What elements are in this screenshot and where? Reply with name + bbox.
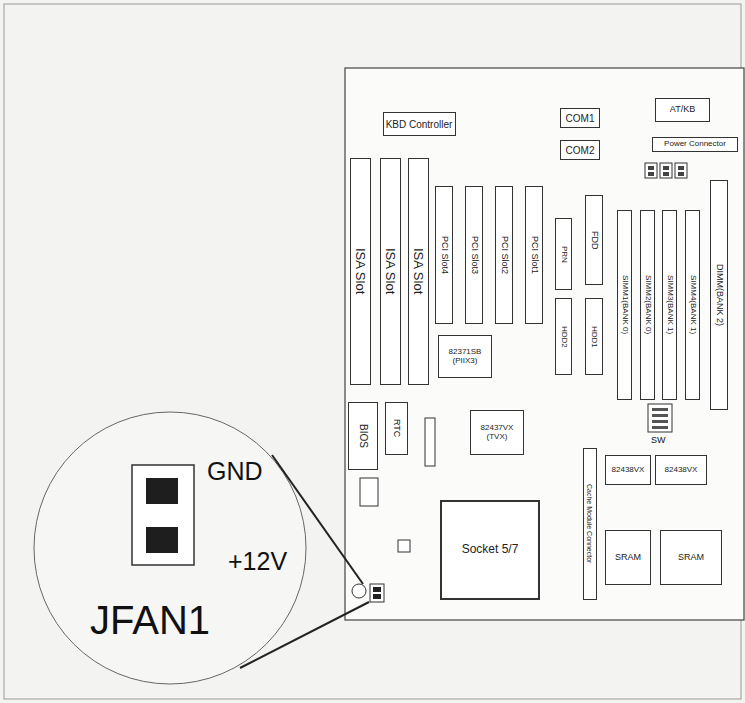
part-label: 82438VX [665,466,698,475]
part-label: COM1 [566,113,595,124]
ide-header: HDD1 [585,298,603,375]
jfan-header [370,584,384,602]
buzzer [352,584,366,598]
cache-connector: Cache Module Connector [583,448,597,600]
rtc-chip: RTC [385,402,408,455]
part-label: SIMM2(BANK 0) [643,275,652,334]
part-label: 82371SB (PIIX3) [439,348,491,366]
simm-slot: SIMM4(BANK 1) [685,210,700,400]
port-header: COM2 [560,140,600,160]
small-jumper [398,540,410,552]
sram-chip: SRAM [660,530,722,585]
part-label: BIOS [358,424,369,448]
part-label: 82437VX (TVX) [471,424,523,442]
pin-name: +12V [228,549,287,574]
part-label: SRAM [615,553,641,563]
part-label: FDD [589,231,599,250]
connector-name: JFAN1 [90,600,210,640]
part-label: SIMM3(BANK 1) [665,275,674,334]
callout-circle [34,412,306,684]
dip-switch [648,404,672,432]
part-label: HDD1 [590,326,599,348]
ide-header: HDD2 [555,298,572,375]
part-label: DIMM(BANK 2) [714,264,724,326]
simm-slot: SIMM3(BANK 1) [662,210,677,400]
sram-chip: SRAM [605,530,651,585]
isa-slot: ISA Slot [408,158,429,385]
port-header: COM1 [560,108,600,128]
part-label: PCI Slot3 [469,236,479,274]
power-connector: Power Connector [652,137,738,152]
part-label: AT/KB [670,105,695,115]
leader-line [240,602,369,668]
simm-slot: SIMM1(BANK 0) [617,210,632,400]
dimm-slot: DIMM(BANK 2) [710,180,728,410]
connector-pin [146,527,178,553]
part-label: Socket 5/7 [462,543,519,556]
connector-pin [146,478,178,504]
part-label: HDD2 [559,326,568,348]
pci-slot: PCI Slot2 [495,186,513,324]
pci-slot: PCI Slot1 [525,186,543,324]
part-label: RTC [392,419,402,437]
part-label: SIMM4(BANK 1) [688,275,697,334]
part-label: PCI Slot2 [499,236,509,274]
part-label: ISA Slot [353,248,367,294]
chipset-chip: 82438VX [605,455,651,485]
switch-name: SW [651,436,666,445]
part-label: Power Connector [664,140,726,149]
part-label: Cache Module Connector [586,484,594,563]
part-label: PRN [559,246,568,263]
part-label: SRAM [678,553,704,563]
small-header [425,418,435,466]
isa-slot: ISA Slot [380,158,401,385]
chipset-chip: 82438VX [655,455,707,485]
isa-slot: ISA Slot [350,158,371,385]
controller-chip: KBD Controller [383,112,456,136]
pci-slot: PCI Slot4 [435,186,453,324]
part-label: ISA Slot [411,248,425,294]
fan-connector [132,465,194,565]
floppy-header: FDD [585,195,603,285]
pci-slot: PCI Slot3 [465,186,483,324]
keyboard-connector: AT/KB [655,98,710,122]
part-label: KBD Controller [386,119,453,130]
small-header [360,478,378,506]
chipset-chip: 82437VX (TVX) [470,410,524,455]
cpu-socket: Socket 5/7 [440,500,540,600]
part-label: SIMM1(BANK 0) [620,275,629,334]
chipset-chip: 82371SB (PIIX3) [438,335,492,378]
fan-pins [645,163,687,178]
board-outline [345,68,744,620]
pin-dots [648,166,684,176]
printer-header: PRN [555,218,572,290]
part-label: 82438VX [612,466,645,475]
pin-name: GND [207,459,263,484]
part-label: PCI Slot1 [529,236,539,274]
part-label: ISA Slot [383,248,397,294]
part-label: PCI Slot4 [439,236,449,274]
bios-chip: BIOS [348,402,378,470]
simm-slot: SIMM2(BANK 0) [640,210,655,400]
part-label: COM2 [566,145,595,156]
